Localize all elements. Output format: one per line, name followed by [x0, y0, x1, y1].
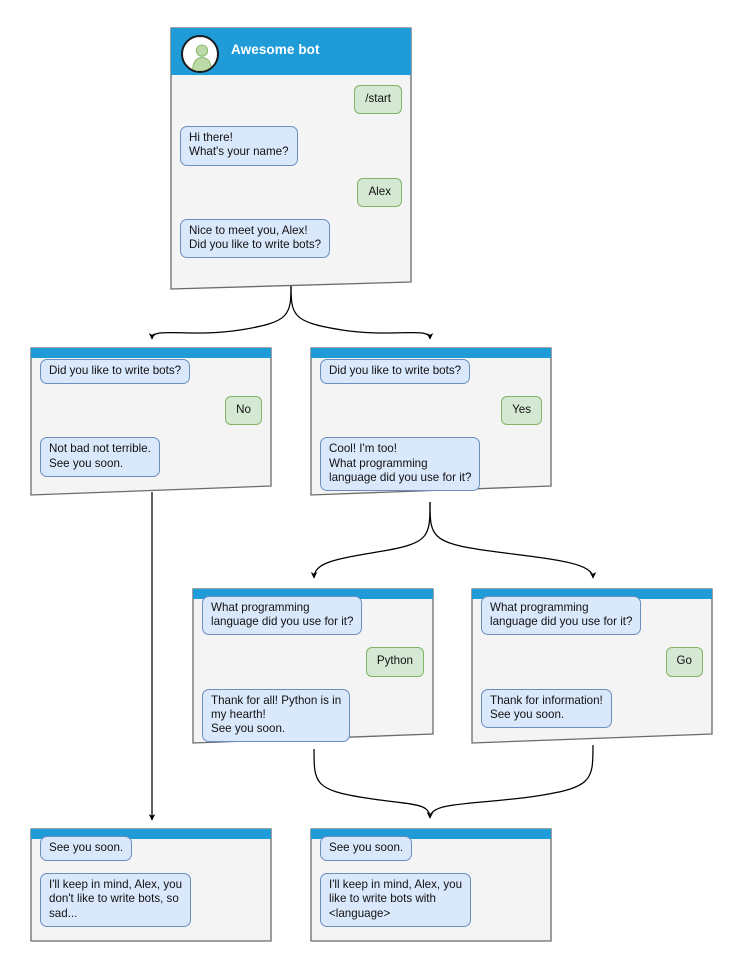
- bot-message-bubble[interactable]: Did you like to write bots?: [320, 359, 471, 385]
- message-row: Thank for all! Python is in my hearth! S…: [202, 688, 424, 743]
- node-end-happy[interactable]: See you soon. I'll keep in mind, Alex, yo…: [310, 828, 552, 942]
- user-message-bubble[interactable]: /start: [354, 85, 402, 115]
- message-row: What programming language did you use fo…: [202, 596, 424, 636]
- edge-start-to-yes: [290, 282, 434, 340]
- message-row: No: [40, 396, 262, 426]
- user-message-bubble[interactable]: Yes: [501, 396, 542, 426]
- message-row: Did you like to write bots?: [40, 359, 262, 385]
- avatar: [181, 35, 219, 73]
- message-row: Yes: [320, 396, 542, 426]
- message-list: See you soon. I'll keep in mind, Alex, yo…: [30, 836, 272, 939]
- message-row: What programming language did you use fo…: [481, 596, 703, 636]
- bot-message-bubble[interactable]: See you soon.: [320, 836, 413, 862]
- message-row: Did you like to write bots?: [320, 359, 542, 385]
- bot-message-bubble[interactable]: Thank for information! See you soon.: [481, 688, 612, 729]
- message-row: /start: [180, 85, 402, 115]
- edge-go-to-end-happy: [426, 744, 594, 819]
- message-row: Hi there! What's your name?: [180, 126, 402, 166]
- message-row: I'll keep in mind, Alex, you don't like …: [40, 873, 262, 927]
- message-row: Go: [481, 647, 703, 677]
- message-list: See you soon. I'll keep in mind, Alex, yo…: [310, 836, 552, 939]
- bot-message-bubble[interactable]: Did you like to write bots?: [40, 359, 191, 385]
- message-list: What programming language did you use fo…: [192, 596, 434, 754]
- message-row: Alex: [180, 177, 402, 207]
- bot-message-bubble[interactable]: Nice to meet you, Alex! Did you like to …: [180, 218, 331, 259]
- message-list: What programming language did you use fo…: [471, 596, 713, 740]
- bot-message-bubble[interactable]: Thank for all! Python is in my hearth! S…: [202, 688, 351, 743]
- message-row: Python: [202, 647, 424, 677]
- user-message-bubble[interactable]: No: [225, 396, 262, 426]
- bot-message-bubble[interactable]: See you soon.: [40, 836, 133, 862]
- edge-start-to-no: [148, 282, 292, 340]
- edge-yes-to-go: [429, 501, 597, 579]
- message-row: Cool! I'm too! What programming language…: [320, 437, 542, 492]
- bot-message-bubble[interactable]: What programming language did you use fo…: [202, 596, 363, 636]
- message-row: See you soon.: [40, 836, 262, 862]
- node-title: Awesome bot: [231, 42, 320, 57]
- message-row: I'll keep in mind, Alex, you like to wri…: [320, 873, 542, 927]
- edge-yes-to-python: [310, 501, 431, 579]
- bot-message-bubble[interactable]: Hi there! What's your name?: [180, 126, 298, 166]
- message-row: See you soon.: [320, 836, 542, 862]
- node-lang-python[interactable]: What programming language did you use fo…: [192, 588, 434, 744]
- bot-message-bubble[interactable]: Cool! I'm too! What programming language…: [320, 437, 481, 492]
- node-start[interactable]: Awesome bot /start Hi there! What's your …: [170, 27, 412, 290]
- bot-message-bubble[interactable]: Not bad not terrible. See you soon.: [40, 437, 160, 477]
- message-row: Not bad not terrible. See you soon.: [40, 437, 262, 477]
- bot-message-bubble[interactable]: What programming language did you use fo…: [481, 596, 642, 636]
- edge-python-to-end-happy: [313, 748, 434, 819]
- user-message-bubble[interactable]: Alex: [357, 177, 402, 207]
- bot-message-bubble[interactable]: I'll keep in mind, Alex, you like to wri…: [320, 873, 472, 927]
- user-message-bubble[interactable]: Go: [665, 647, 703, 677]
- message-row: Nice to meet you, Alex! Did you like to …: [180, 218, 402, 259]
- message-row: Thank for information! See you soon.: [481, 688, 703, 729]
- node-end-sad[interactable]: See you soon. I'll keep in mind, Alex, yo…: [30, 828, 272, 942]
- node-lang-go[interactable]: What programming language did you use fo…: [471, 588, 713, 744]
- person-icon: [192, 44, 212, 71]
- bot-message-bubble[interactable]: I'll keep in mind, Alex, you don't like …: [40, 873, 192, 927]
- user-message-bubble[interactable]: Python: [365, 647, 424, 677]
